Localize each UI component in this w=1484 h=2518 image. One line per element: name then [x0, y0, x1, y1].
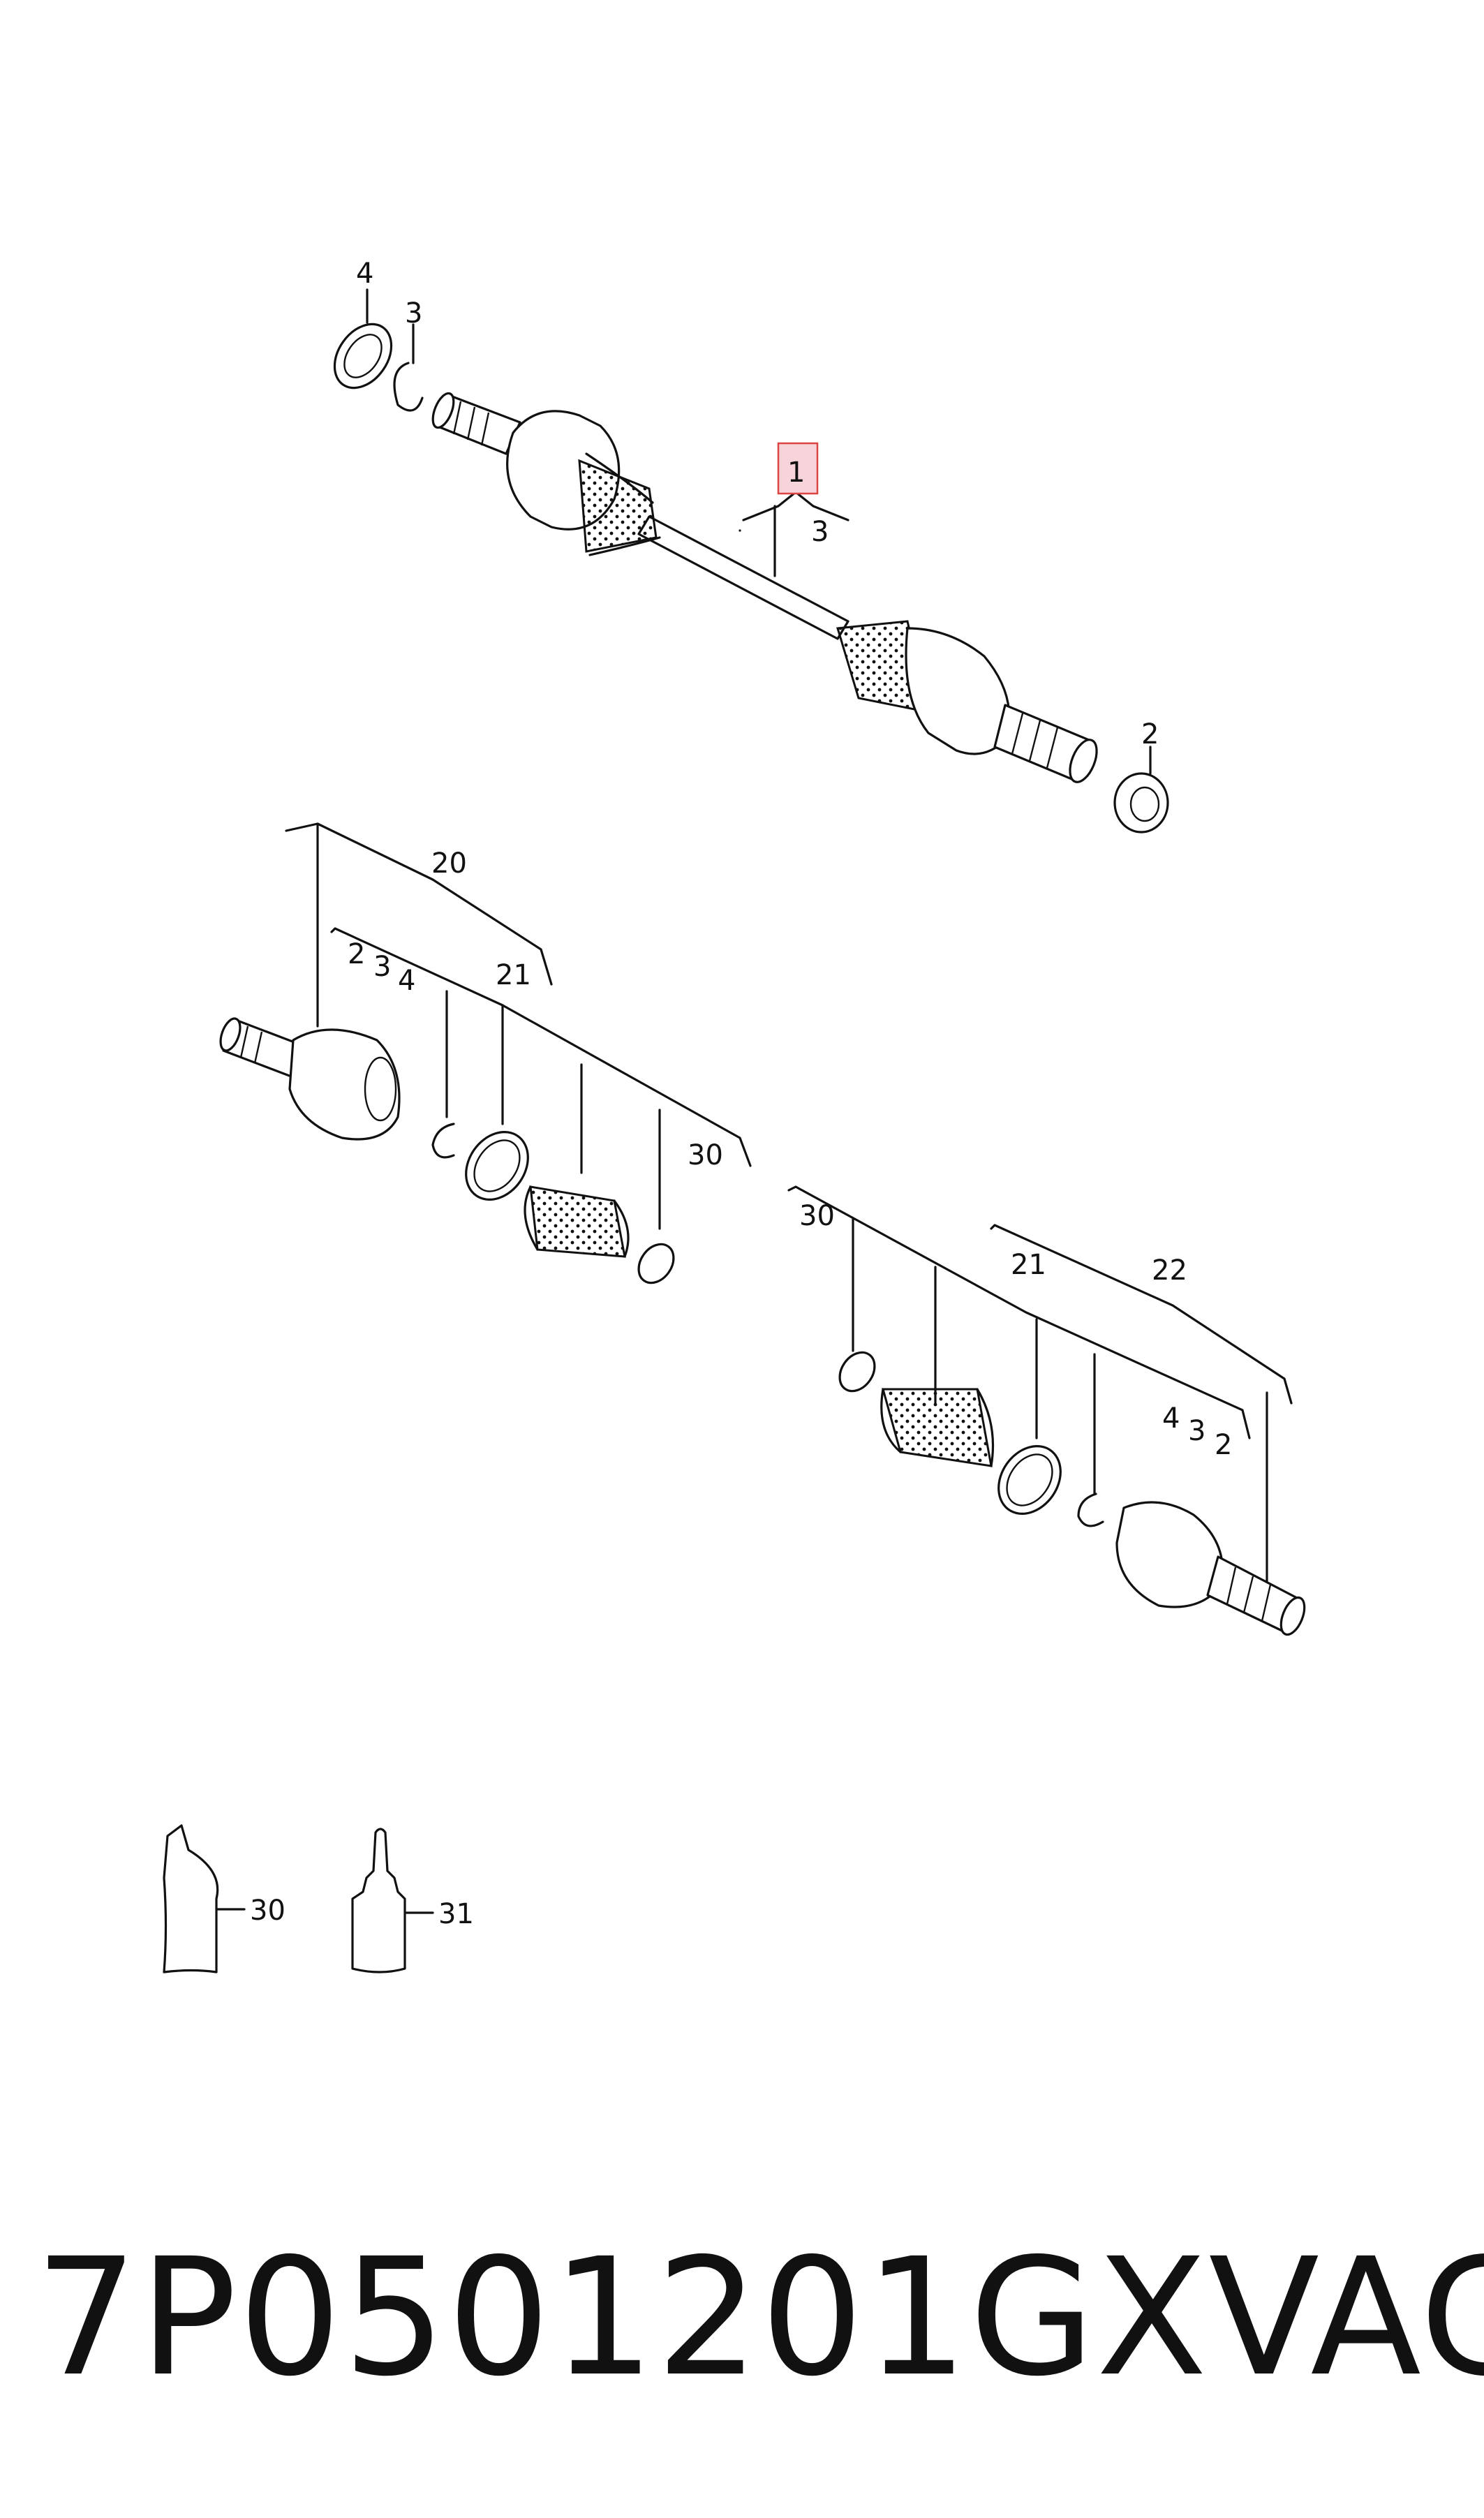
left-small-clamp — [637, 1243, 675, 1284]
label-21-right: 21 — [1011, 1249, 1046, 1281]
right-circlip — [1077, 1493, 1104, 1527]
label-1: 1 — [787, 457, 805, 489]
label-21-left: 21 — [496, 959, 531, 991]
right-large-clamp — [997, 1445, 1062, 1515]
highlighted-part-label-box — [777, 442, 819, 495]
label-3-right: 3 — [1188, 1415, 1205, 1447]
label-31-fluid: 31 — [438, 1898, 474, 1930]
right-cv-joint — [1115, 1501, 1224, 1608]
label-30-left: 30 — [688, 1139, 723, 1171]
label-2-right: 2 — [1215, 1429, 1232, 1461]
label-3-shaft: 3 — [811, 516, 829, 548]
right-joint-group — [787, 1185, 1306, 1636]
label-2: 2 — [1141, 718, 1159, 750]
brand: VAG — [1208, 2223, 1484, 2412]
label-4: 4 — [356, 258, 373, 290]
label-3: 3 — [405, 297, 422, 329]
label-4-left: 4 — [398, 965, 415, 997]
right-cv-boot — [882, 1388, 993, 1467]
label-3-left: 3 — [373, 951, 391, 983]
left-large-clamp — [465, 1131, 529, 1201]
right-small-clamp — [838, 1351, 876, 1393]
footer: 7P0501201GX VAG — [35, 2223, 1484, 2412]
left-circlip — [431, 1123, 455, 1159]
left-cv-joint — [288, 1028, 401, 1141]
label-20-left: 20 — [431, 847, 467, 880]
left-joint-group — [219, 822, 752, 1284]
label-22-right: 22 — [1152, 1254, 1187, 1287]
seal-ring-part-4 — [333, 323, 393, 390]
label-30-grease: 30 — [250, 1895, 285, 1927]
label-2-left: 2 — [348, 938, 365, 970]
part-number: 7P0501201GX — [35, 2223, 1209, 2412]
right-joint-housing — [905, 627, 1011, 755]
nut-part-2 — [1113, 772, 1169, 834]
label-30-right: 30 — [799, 1200, 835, 1232]
label-4-right: 4 — [1162, 1402, 1180, 1435]
fluid-bottle — [351, 1828, 434, 1973]
drive-shaft-assembly — [333, 288, 1169, 834]
circlip-part-3 — [393, 362, 424, 412]
left-cv-boot — [529, 1185, 626, 1258]
grease-tube — [163, 1824, 246, 1973]
